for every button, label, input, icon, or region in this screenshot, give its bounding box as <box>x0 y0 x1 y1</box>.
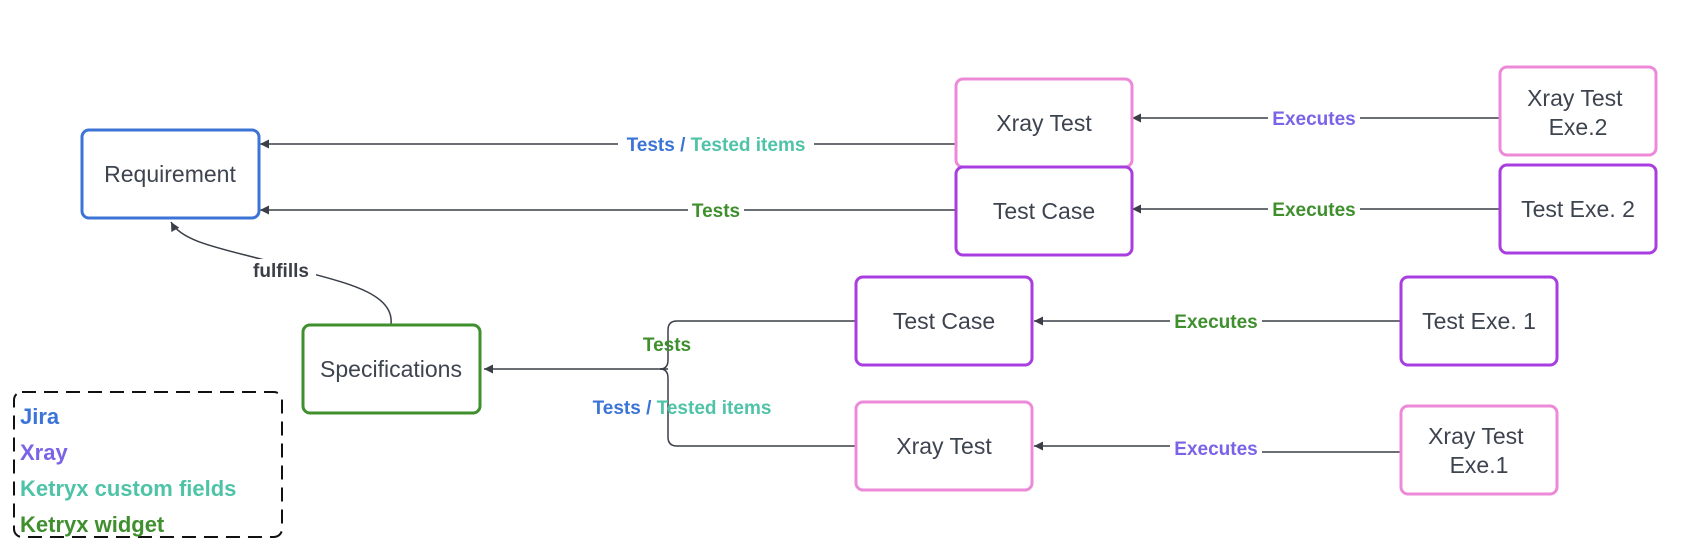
node-specifications-label: Specifications <box>320 356 462 382</box>
node-requirement[interactable]: Requirement <box>80 128 261 220</box>
node-test-exe-1[interactable]: Test Exe. 1 <box>1399 275 1559 367</box>
node-xray-test-exe-1-label: Xray Test Exe.1 <box>1428 423 1530 478</box>
node-specifications[interactable]: Specifications <box>301 323 482 415</box>
legend-item-ketryx-custom-fields: Ketryx custom fields <box>20 476 236 501</box>
node-test-case-top[interactable]: Test Case <box>954 165 1134 257</box>
label-ketryx-tested-items: Tested items <box>691 135 806 156</box>
label-jira-tests-bottom: Tests <box>593 398 641 419</box>
edge-label-executes-test-case-bottom: Executes <box>1174 312 1257 333</box>
edge-label-tests-top: Tests <box>692 201 740 222</box>
node-test-case-top-label: Test Case <box>993 198 1095 224</box>
label-separator: / <box>675 135 691 156</box>
node-xray-test-exe-2-label: Xray Test Exe.2 <box>1527 85 1629 140</box>
edge-label-fulfills: fulfills <box>253 261 309 282</box>
edge-label-executes-xray-top: Executes <box>1272 109 1355 130</box>
node-test-exe-1-label: Test Exe. 1 <box>1422 308 1536 334</box>
label-jira-tests: Tests <box>627 135 675 156</box>
node-xray-test-top[interactable]: Xray Test <box>954 77 1134 169</box>
edge-label-tests-bottom: Tests <box>643 335 691 356</box>
label-separator-bottom: / <box>641 398 657 419</box>
node-xray-test-bottom[interactable]: Xray Test <box>854 400 1034 492</box>
legend-item-xray: Xray <box>20 440 68 465</box>
node-test-exe-2-label: Test Exe. 2 <box>1521 196 1635 222</box>
node-test-case-bottom-label: Test Case <box>893 308 995 334</box>
node-requirement-label: Requirement <box>104 161 236 187</box>
edge-label-executes-xray-bottom: Executes <box>1174 439 1257 460</box>
edge-label-executes-test-case-top: Executes <box>1272 200 1355 221</box>
node-xray-test-exe-2[interactable]: Xray Test Exe.2 <box>1498 65 1658 157</box>
legend: Jira Xray Ketryx custom fields Ketryx wi… <box>13 391 283 538</box>
node-xray-test-exe-1[interactable]: Xray Test Exe.1 <box>1399 404 1559 496</box>
edge-test-case-bottom-branch <box>659 320 856 370</box>
legend-box <box>13 391 283 538</box>
legend-item-ketryx-widget: Ketryx widget <box>20 512 165 537</box>
node-test-exe-2[interactable]: Test Exe. 2 <box>1498 163 1658 255</box>
node-xray-test-top-label: Xray Test <box>996 110 1092 136</box>
node-xray-test-bottom-label: Xray Test <box>896 433 992 459</box>
label-ketryx-tested-items-bottom: Tested items <box>657 398 772 419</box>
edge-xray-test-bottom-branch <box>659 368 856 447</box>
node-test-case-bottom[interactable]: Test Case <box>854 275 1034 367</box>
edge-label-tests-tested-items-top: Tests / Tested items <box>627 135 806 156</box>
edge-label-tests-tested-items-bottom: Tests / Tested items <box>593 398 772 419</box>
legend-item-jira: Jira <box>20 404 60 429</box>
